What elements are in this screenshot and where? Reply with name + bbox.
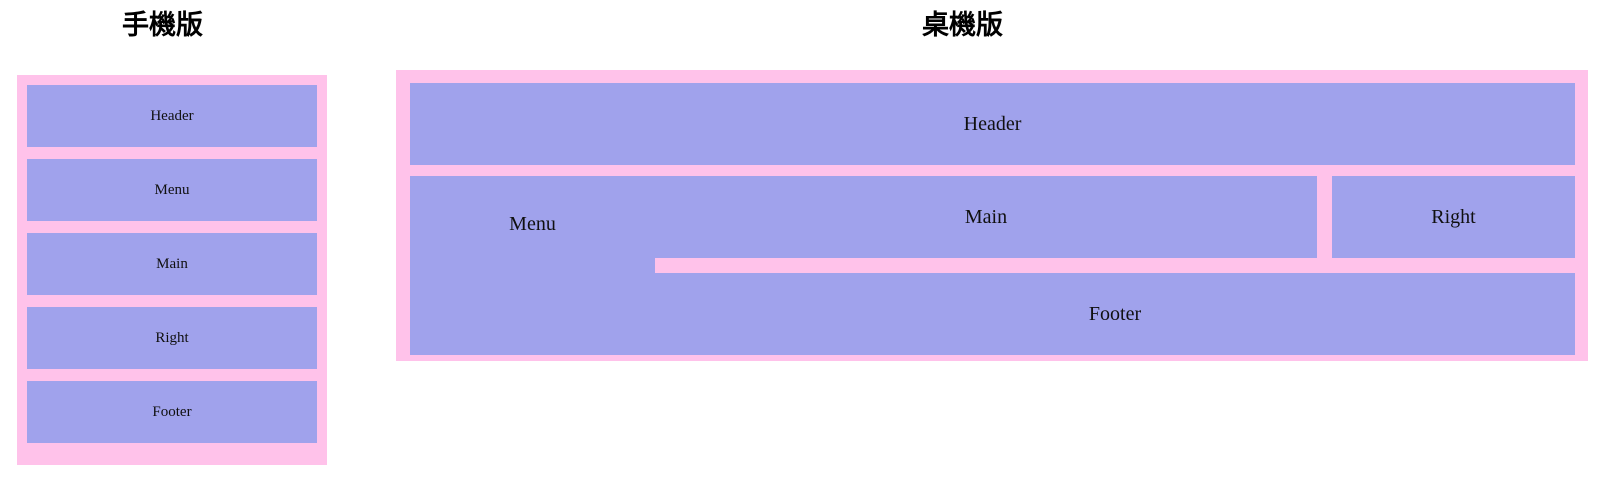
desktop-region-right: Right xyxy=(1332,176,1575,258)
mobile-region-menu: Menu xyxy=(27,159,317,221)
desktop-region-footer: Footer xyxy=(655,273,1575,355)
desktop-layout-container: Header Menu Main Right Footer xyxy=(396,70,1588,361)
mobile-region-right: Right xyxy=(27,307,317,369)
mobile-region-header: Header xyxy=(27,85,317,147)
desktop-region-header: Header xyxy=(410,83,1575,165)
mobile-layout-title: 手機版 xyxy=(122,10,203,40)
desktop-region-main: Main xyxy=(655,176,1317,258)
mobile-layout-container: Header Menu Main Right Footer xyxy=(17,75,327,465)
desktop-layout-title: 桌機版 xyxy=(922,10,1003,40)
desktop-region-menu: Menu xyxy=(410,176,655,355)
mobile-region-footer: Footer xyxy=(27,381,317,443)
mobile-region-main: Main xyxy=(27,233,317,295)
